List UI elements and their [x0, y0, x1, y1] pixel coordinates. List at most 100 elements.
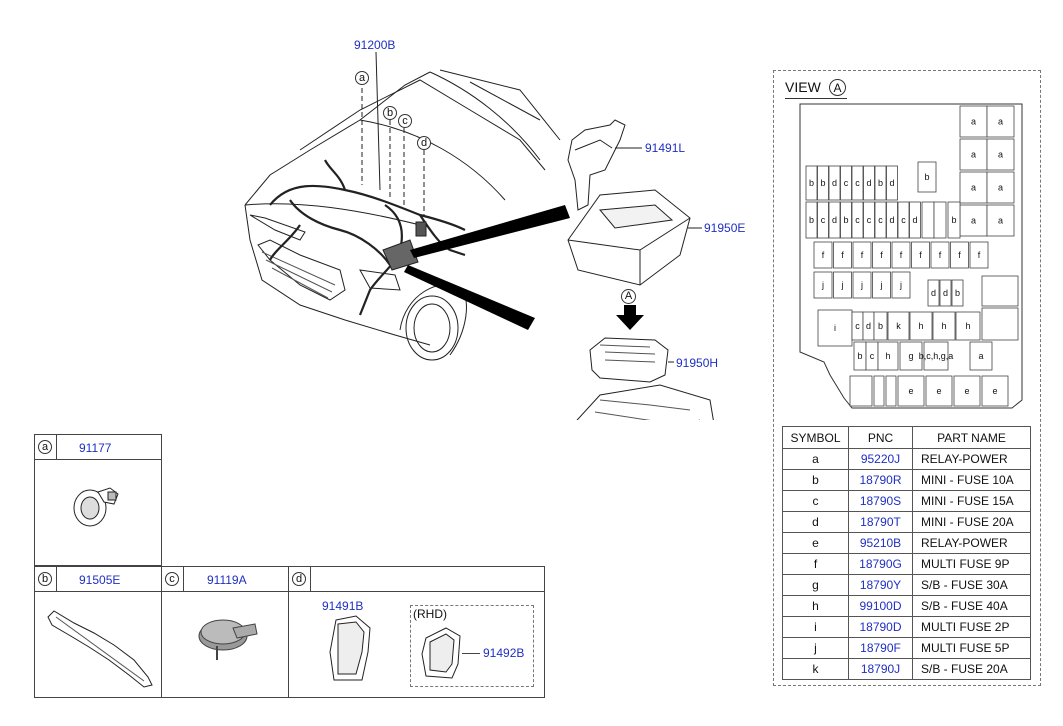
fuse-slot-label: a: [998, 117, 1003, 127]
fuse-slot: [969, 241, 989, 269]
header-symbol: SYMBOL: [782, 426, 849, 449]
fuse-slot: [852, 271, 872, 299]
callout-d: d: [417, 136, 431, 150]
detail-row-bcd: [34, 566, 545, 698]
fuse-slot: [872, 241, 891, 269]
fuse-slot-label: c: [844, 178, 849, 188]
legend-pnc[interactable]: 18790Y: [848, 574, 913, 596]
detail-c-letter: c: [165, 572, 179, 586]
legend-symbol: j: [782, 637, 849, 659]
fuse-slot: [851, 165, 864, 201]
legend-pnc[interactable]: 95210B: [848, 532, 913, 554]
fuse-slot-label: c: [855, 178, 860, 188]
fuse-slot-label: d: [943, 288, 948, 298]
fuse-slot: [833, 271, 852, 299]
clamp-illustration: [198, 619, 258, 660]
relay-slot: [959, 105, 988, 138]
engine-bay-illustration: [244, 51, 714, 420]
fuse-slot: [813, 241, 833, 269]
view-marker: A: [621, 289, 636, 304]
legend-pnc[interactable]: 18790G: [848, 553, 913, 575]
fuse-slot-label: f: [900, 250, 903, 260]
relay-slot: [953, 375, 981, 407]
fuse-slot-label: f: [939, 250, 942, 260]
fuse-slot: [873, 311, 888, 341]
detail-d-pnc-right[interactable]: 91492B: [483, 646, 525, 660]
relay-slot: [986, 171, 1015, 204]
fuse-slot: [872, 271, 891, 299]
legend-pnc[interactable]: 18790T: [848, 511, 913, 533]
relay-slot: [959, 204, 988, 237]
fuse-slot-label: i: [834, 323, 836, 333]
fuse-slot-label: j: [821, 280, 824, 290]
fuse-slot: [969, 341, 993, 371]
fuse-slot-label: d: [832, 178, 837, 188]
fuse-slot-label: b: [857, 351, 862, 361]
legend-part-name: RELAY-POWER: [912, 448, 1031, 470]
cover-pnc[interactable]: 91950E: [704, 221, 746, 235]
fuse-slot-label: h: [941, 321, 946, 331]
fuse-slot-label: h: [885, 351, 890, 361]
fuse-slot-label: c: [878, 215, 883, 225]
fuse-slot: [886, 201, 898, 239]
legend-pnc[interactable]: 18790J: [848, 658, 913, 680]
detail-c-pnc[interactable]: 91119A: [207, 573, 247, 587]
legend-symbol: k: [782, 658, 849, 680]
fuse-slot-label: b: [878, 178, 883, 188]
bracket-pnc[interactable]: 91491L: [645, 141, 686, 155]
fuse-slot: [863, 201, 875, 239]
junction-pnc[interactable]: 91950H: [676, 356, 719, 370]
fuse-slot-label: b: [951, 215, 956, 225]
harness-pnc[interactable]: 91200B: [354, 38, 396, 52]
detail-a-pnc[interactable]: 91177: [79, 441, 112, 455]
legend-part-name: MULTI FUSE 9P: [912, 553, 1031, 575]
fuse-slot-label: b: [843, 215, 848, 225]
header-part-name: PART NAME: [912, 426, 1031, 449]
fuse-slot-label: f: [919, 250, 922, 260]
fuse-slot: [874, 201, 887, 239]
view-title-marker: A: [829, 79, 846, 96]
fuse-slot: [933, 201, 947, 239]
fuse-slot: [921, 201, 935, 239]
fuse-slot-label: d: [912, 215, 917, 225]
fuse-slot: [817, 165, 829, 201]
fuse-slot-label: j: [841, 280, 844, 290]
grommet-illustration: [73, 487, 119, 527]
detail-d-pnc-left[interactable]: 91491B: [322, 599, 364, 613]
legend-part-name: MINI - FUSE 10A: [912, 469, 1031, 491]
fuse-slot: [891, 241, 911, 269]
fuse-slot: [932, 311, 956, 341]
detail-b-pnc[interactable]: 91505E: [79, 573, 121, 587]
fuse-slot-label: a: [971, 150, 976, 160]
legend-pnc[interactable]: 18790S: [848, 490, 913, 512]
legend-symbol: d: [782, 511, 849, 533]
fuse-slot-label: h: [918, 321, 923, 331]
fuse-slot-label: d: [931, 288, 936, 298]
legend-pnc[interactable]: 95220J: [848, 448, 913, 470]
fuse-slot: [874, 165, 887, 201]
legend-pnc[interactable]: 99100D: [848, 595, 913, 617]
fuse-slot: [828, 165, 841, 201]
fuse-slot-label: j: [899, 280, 902, 290]
fuse-slot-label: c: [855, 321, 860, 331]
fuse-slot-label: g: [908, 351, 913, 361]
fuse-slot: [981, 275, 1019, 307]
detail-b-letter: b: [38, 572, 52, 586]
fuse-slot-label: e: [908, 386, 913, 396]
relay-slot: [959, 138, 988, 171]
fuse-slot: [840, 201, 852, 239]
relay-slot: [981, 375, 1009, 407]
fuse-slot: [909, 201, 921, 239]
fuse-slot: [909, 311, 933, 341]
legend-pnc[interactable]: 18790D: [848, 616, 913, 638]
legend-pnc[interactable]: 18790F: [848, 637, 913, 659]
detail-box-a: [34, 434, 162, 566]
legend-pnc[interactable]: 18790R: [848, 469, 913, 491]
legend-part-name: S/B - FUSE 20A: [912, 658, 1031, 680]
